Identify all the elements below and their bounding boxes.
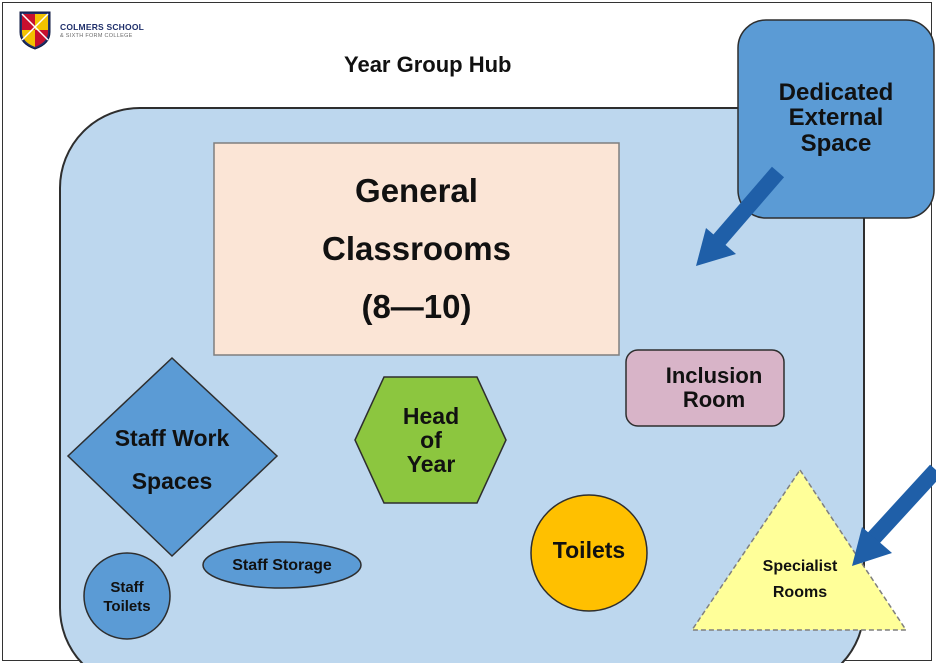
- staff-work-spaces-line-2: Spaces: [131, 468, 213, 494]
- head-of-year-label: Head of Year: [370, 390, 492, 490]
- staff-work-spaces-label: Staff Work Spaces: [92, 410, 252, 510]
- staff-toilets-line-2: Toilets: [103, 598, 151, 615]
- staff-storage-label: Staff Storage: [232, 556, 332, 574]
- head-of-year-line-3: Year: [406, 451, 456, 478]
- general-classrooms-line-2: Classrooms: [322, 230, 511, 268]
- staff-toilets-circle: [83, 552, 171, 640]
- staff-work-spaces-diamond: [66, 356, 279, 558]
- inclusion-room-line-2: Room: [682, 387, 746, 412]
- general-classrooms-line-1: General: [355, 172, 478, 210]
- school-logo: COLMERS SCHOOL & SIXTH FORM COLLEGE: [18, 8, 168, 50]
- school-subtitle: & SIXTH FORM COLLEGE: [60, 33, 133, 39]
- head-of-year-hexagon: [354, 376, 507, 504]
- specialist-rooms-line-1: Specialist: [762, 557, 838, 575]
- head-of-year-line-2: of: [420, 426, 442, 453]
- general-classrooms-box: [213, 142, 620, 356]
- specialist-rooms-triangle: [690, 468, 908, 631]
- school-crest-icon: [19, 11, 51, 50]
- external-space-line-2: External: [788, 104, 884, 132]
- staff-work-spaces-line-1: Staff Work: [114, 425, 230, 452]
- staff-storage-ellipse: [202, 541, 362, 589]
- specialist-rooms-line-2: Rooms: [772, 584, 828, 601]
- dedicated-external-space-label: Dedicated External Space: [738, 58, 934, 178]
- page-title: Year Group Hub: [344, 52, 512, 77]
- specialist-rooms-label: Specialist Rooms: [730, 555, 870, 605]
- general-classrooms-line-3: (8—10): [361, 287, 472, 325]
- staff-toilets-label: Staff Toilets: [84, 572, 170, 622]
- dedicated-external-space-box: [737, 19, 935, 219]
- head-of-year-line-1: Head: [402, 402, 460, 429]
- toilets-circle: [530, 494, 648, 612]
- external-space-line-3: Space: [800, 129, 872, 157]
- specialist-rooms-arrow: [852, 464, 936, 566]
- inclusion-room-box: [625, 349, 785, 427]
- staff-toilets-line-1: Staff: [110, 578, 144, 596]
- inclusion-room-line-1: Inclusion: [665, 362, 763, 388]
- external-space-line-1: Dedicated: [778, 79, 894, 107]
- inclusion-room-label: Inclusion Room: [626, 350, 802, 426]
- general-classrooms-label: General Classrooms (8—10): [214, 143, 619, 355]
- external-space-arrow: [696, 166, 785, 266]
- school-name: COLMERS SCHOOL: [60, 22, 145, 32]
- toilets-label: Toilets: [552, 536, 626, 563]
